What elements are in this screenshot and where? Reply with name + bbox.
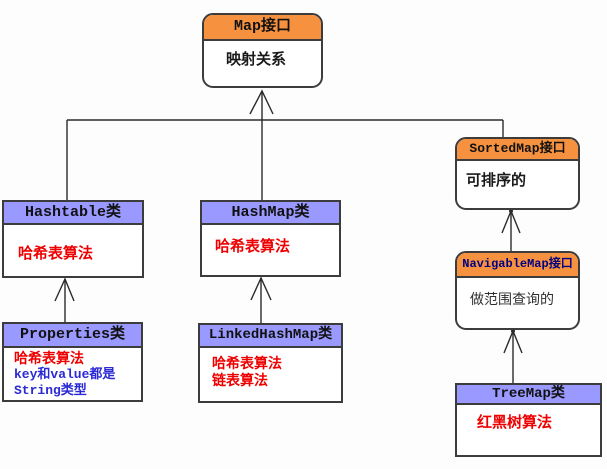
node-linkedhashmap-body: 哈希表算法 链表算法 xyxy=(200,348,341,389)
node-hashmap-body: 哈希表算法 xyxy=(202,225,339,256)
node-hashtable-class: Hashtable类 哈希表算法 xyxy=(2,200,144,278)
node-linkedhashmap-note-1: 哈希表算法 xyxy=(212,355,282,371)
connector-treemap-to-navigablemap xyxy=(503,329,523,383)
node-linkedhashmap-note-2: 链表算法 xyxy=(212,372,268,388)
node-navigablemap-interface: NavigableMap接口 做范围查询的 xyxy=(455,251,580,330)
node-properties-note-1: 哈希表算法 xyxy=(14,350,84,366)
node-treemap-class: TreeMap类 红黑树算法 xyxy=(455,383,602,457)
connector-linkedhashmap-to-hashmap xyxy=(250,276,272,323)
node-map-interface: Map接口 映射关系 xyxy=(202,13,323,88)
node-treemap-title: TreeMap类 xyxy=(457,385,600,405)
node-linkedhashmap-title: LinkedHashMap类 xyxy=(200,325,341,348)
node-hashmap-title: HashMap类 xyxy=(202,202,339,225)
node-navigablemap-title: NavigableMap接口 xyxy=(457,253,578,278)
node-treemap-note: 红黑树算法 xyxy=(477,414,553,431)
node-sortedmap-interface: SortedMap接口 可排序的 xyxy=(455,137,580,210)
node-hashtable-body: 哈希表算法 xyxy=(4,225,142,263)
node-linkedhashmap-class: LinkedHashMap类 哈希表算法 链表算法 xyxy=(198,323,343,403)
connector-children-to-map xyxy=(66,89,504,200)
node-map-body: 映射关系 xyxy=(204,41,321,69)
node-properties-title: Properties类 xyxy=(4,324,141,348)
node-sortedmap-note: 可排序的 xyxy=(466,172,527,189)
node-hashmap-note: 哈希表算法 xyxy=(215,238,291,255)
node-properties-body: 哈希表算法 key和value都是 String类型 xyxy=(4,348,141,399)
connector-navigablemap-to-sortedmap xyxy=(501,209,521,251)
node-sortedmap-title: SortedMap接口 xyxy=(457,139,578,161)
node-properties-class: Properties类 哈希表算法 key和value都是 String类型 xyxy=(2,322,143,402)
node-properties-note-2: key和value都是 xyxy=(14,367,116,382)
node-properties-note-3: String类型 xyxy=(14,383,87,398)
arrowhead-hashmap xyxy=(250,276,272,301)
node-map-title: Map接口 xyxy=(204,15,321,41)
node-sortedmap-body: 可排序的 xyxy=(457,161,578,190)
node-navigablemap-note: 做范围查询的 xyxy=(470,291,554,307)
arrowhead-map xyxy=(249,89,274,115)
node-navigablemap-body: 做范围查询的 xyxy=(457,278,578,309)
node-map-note: 映射关系 xyxy=(226,51,287,68)
node-hashtable-note: 哈希表算法 xyxy=(18,245,94,262)
node-hashtable-title: Hashtable类 xyxy=(4,202,142,225)
connector-properties-to-hashtable xyxy=(54,277,75,322)
node-hashmap-class: HashMap类 哈希表算法 xyxy=(200,200,341,277)
node-treemap-body: 红黑树算法 xyxy=(457,405,600,432)
arrowhead-hashtable xyxy=(54,277,75,302)
